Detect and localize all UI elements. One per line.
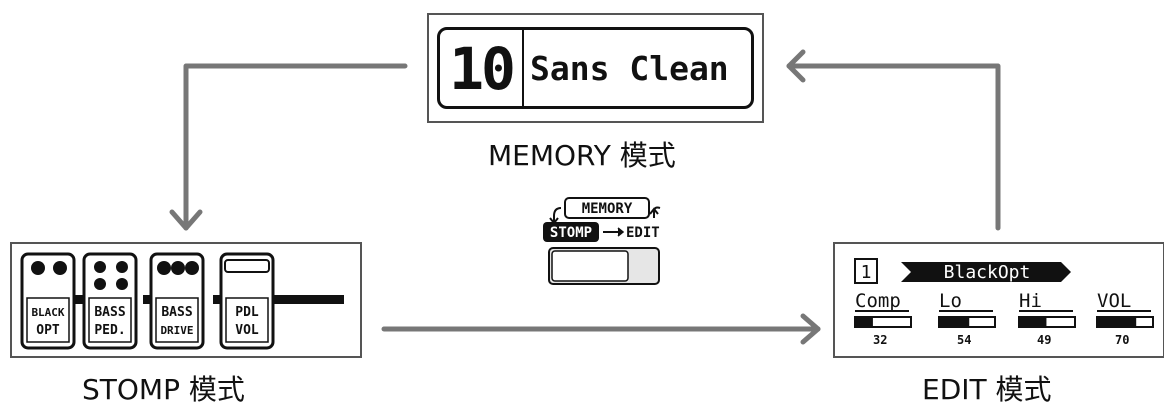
memory-lcd: 10 Sans Clean [437, 27, 754, 109]
pedal-label-line: BLACK [31, 306, 64, 319]
pedal-label-line: PED. [94, 323, 125, 338]
switch-stomp-label: STOMP [550, 225, 592, 241]
knob-icon [116, 278, 128, 290]
pedal-label-line: BASS [161, 305, 192, 320]
param-name: Comp [855, 290, 901, 312]
knob-icon [53, 261, 67, 275]
pedal-label-box [26, 297, 70, 343]
edit-panel: 1 BlackOpt Comp 32 Lo 54 Hi 49 VOL 70 [833, 242, 1164, 358]
knob-icon [116, 261, 128, 273]
edit-mode-label: EDIT 模式 [922, 373, 1052, 406]
memory-number: 10 [449, 35, 516, 103]
mode-switch[interactable]: MEMORY STOMP EDIT [528, 196, 678, 288]
param-vol: VOL 70 [1096, 290, 1154, 347]
memory-mode-label: MEMORY 模式 [488, 139, 676, 172]
knob-icon [94, 261, 106, 273]
pedal-3: BASS DRIVE [149, 252, 205, 350]
edit-lcd: 1 BlackOpt Comp 32 Lo 54 Hi 49 VOL 70 [854, 258, 1154, 347]
pedal-body [20, 252, 76, 350]
knob-icon [185, 261, 199, 275]
pedal-body [149, 252, 205, 350]
stomp-lcd: BLACK OPT BASS PED. BASS DRIVE PDL VOL [20, 252, 344, 350]
pedal-label-box [155, 297, 199, 343]
param-value: 70 [1115, 333, 1129, 347]
edit-effect-name: BlackOpt [944, 262, 1031, 283]
pedal-body [219, 252, 275, 350]
expression-pedal-top [224, 259, 270, 273]
stomp-mode-label: STOMP 模式 [82, 373, 245, 406]
pedal-4: PDL VOL [219, 252, 275, 350]
param-bar-fill [939, 317, 970, 327]
pedal-label-box [88, 297, 132, 343]
stomp-panel: BLACK OPT BASS PED. BASS DRIVE PDL VOL [10, 242, 362, 358]
param-name: Lo [939, 290, 962, 312]
flow-arrows [169, 49, 1001, 345]
arrow-stomp-to-edit-head [800, 313, 821, 345]
arrow-edit-to-memory-head [786, 49, 806, 83]
pedal-label-line: VOL [235, 323, 259, 338]
switch-memory-label: MEMORY [582, 201, 633, 217]
param-name: VOL [1097, 290, 1131, 312]
pedal-1: BLACK OPT [20, 252, 76, 350]
param-hi: Hi 49 [1018, 290, 1076, 347]
knob-icon [171, 261, 185, 275]
pedal-label-line: OPT [36, 323, 60, 338]
param-name: Hi [1019, 290, 1042, 312]
edit-effect-banner [901, 262, 1071, 282]
pedal-label-line: PDL [235, 305, 259, 320]
param-bar-fill [1097, 317, 1137, 327]
mode-switch-graphic: MEMORY STOMP EDIT [543, 197, 661, 285]
pedal-label-line: BASS [94, 305, 125, 320]
arrow-memory-to-stomp [183, 63, 408, 231]
param-bar-fill [855, 317, 873, 327]
pedal-body [82, 252, 138, 350]
pedal-label-box [225, 297, 269, 343]
edit-index: 1 [861, 262, 872, 283]
knob-icon [157, 261, 171, 275]
param-value: 54 [957, 333, 971, 347]
memory-divider [522, 30, 524, 106]
knob-icon [94, 278, 106, 290]
knob-icon [31, 261, 45, 275]
param-value: 49 [1037, 333, 1051, 347]
pedal-2: BASS PED. [82, 252, 138, 350]
param-value: 32 [873, 333, 887, 347]
param-comp: Comp 32 [854, 290, 912, 347]
param-bar-fill [1019, 317, 1047, 327]
pedal-label-line: DRIVE [160, 324, 193, 337]
memory-panel: 10 Sans Clean [427, 13, 764, 123]
memory-patch-name: Sans Clean [530, 49, 729, 88]
arrow-memory-to-stomp-head [169, 209, 203, 231]
switch-edit-label: EDIT [626, 225, 660, 241]
arrow-edit-to-memory [786, 63, 1001, 231]
param-lo: Lo 54 [938, 290, 996, 347]
